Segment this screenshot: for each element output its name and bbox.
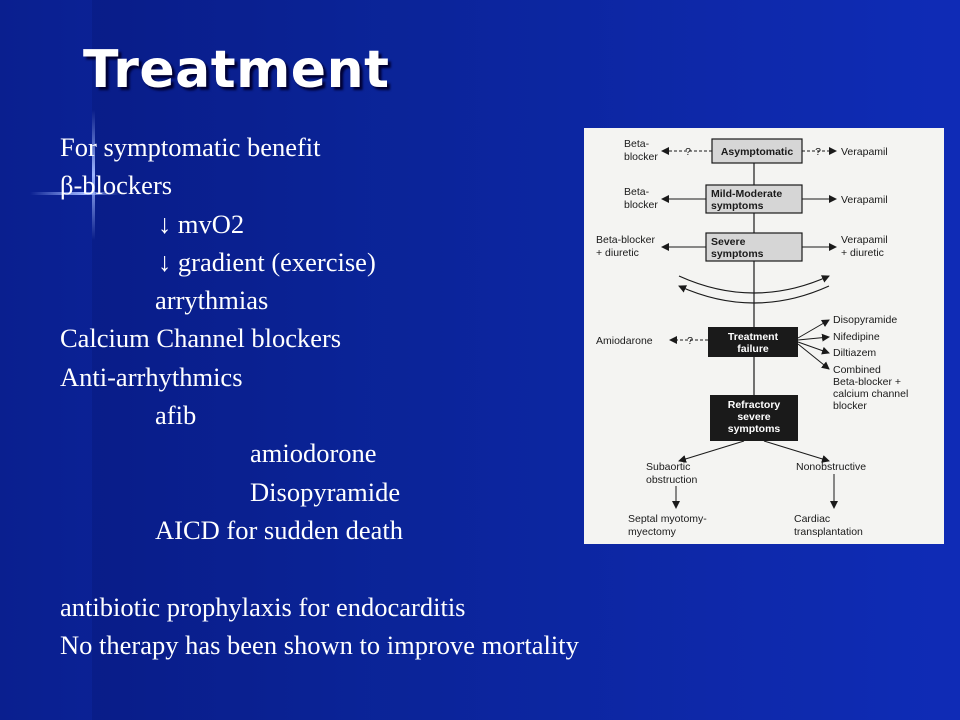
bottom-label: myectomy (628, 526, 677, 538)
right-label: Verapamil (841, 194, 888, 206)
bottom-label: Nonobstructive (796, 461, 866, 473)
decorative-vertical-line (92, 110, 95, 240)
left-label: blocker (624, 199, 658, 211)
text-line: No therapy has been shown to improve mor… (60, 629, 579, 660)
severe-label: Severe (711, 236, 746, 248)
refractory-label: Refractory (728, 399, 781, 411)
flowchart-svg: Asymptomatic ? ? Beta- blocker Verapamil… (596, 138, 908, 538)
right-label: Verapamil (841, 234, 888, 246)
severe-label: symptoms (711, 248, 764, 260)
text-line: ↓ gradient (exercise) (158, 246, 376, 277)
refractory-box (710, 395, 798, 441)
right-label: Verapamil (841, 146, 888, 158)
right-label: calcium channel (833, 388, 908, 400)
arrow (763, 440, 830, 463)
curved-arrow (678, 285, 830, 304)
bottom-label: Cardiac (794, 513, 830, 525)
left-label: Beta-blocker (596, 234, 655, 246)
text-line: For symptomatic benefit (60, 132, 321, 162)
arrow (797, 343, 830, 370)
question-mark: ? (815, 146, 821, 158)
question-mark: ? (687, 335, 693, 347)
right-label: Combined (833, 364, 881, 376)
right-label: Disopyramide (833, 314, 897, 326)
left-label: blocker (624, 151, 658, 163)
treatment-flowchart-figure: Asymptomatic ? ? Beta- blocker Verapamil… (584, 128, 944, 544)
left-label: Beta- (624, 186, 650, 198)
arrow (797, 319, 830, 339)
text-line: antibiotic prophylaxis for endocarditis (60, 591, 466, 622)
treatment-failure-label: Treatment (728, 331, 779, 343)
arrow (678, 440, 745, 463)
refractory-label: symptoms (728, 423, 781, 435)
question-mark: ? (685, 146, 691, 158)
text-line: arrythmias (155, 285, 269, 316)
treatment-failure-box (708, 327, 798, 357)
text-line: AICD for sudden death (155, 514, 404, 545)
text-line: Calcium Channel blockers (60, 323, 342, 354)
refractory-label: severe (737, 411, 770, 423)
text-line (60, 549, 579, 587)
text-line: Anti-arrhythmics (60, 361, 243, 392)
right-label: blocker (833, 400, 867, 412)
bullet-list: For symptomatic benefit β-blockers ↓ mvO… (60, 128, 579, 664)
bottom-label: Subaortic (646, 461, 690, 473)
left-label: Amiodarone (596, 335, 653, 347)
text-line: Disopyramide (250, 476, 401, 507)
right-label: Diltiazem (833, 347, 876, 359)
mild-moderate-label: Mild-Moderate (711, 188, 782, 200)
slide-title: Treatment (83, 40, 390, 100)
asymptomatic-box (711, 138, 803, 164)
arrow (797, 341, 830, 355)
text-line: β-blockers (60, 170, 173, 201)
text-line: ↓ mvO2 (158, 208, 245, 239)
text-line: amiodorone (250, 438, 377, 469)
treatment-failure-label: failure (737, 343, 769, 355)
right-label: Beta-blocker + (833, 376, 901, 388)
arrow (797, 333, 830, 342)
right-label: Nifedipine (833, 331, 880, 343)
curved-arrow (678, 275, 830, 294)
mild-moderate-label: symptoms (711, 200, 764, 212)
left-label: Beta- (624, 138, 650, 150)
bottom-label: transplantation (794, 526, 863, 538)
left-label: + diuretic (596, 247, 639, 259)
right-label: + diuretic (841, 247, 884, 259)
bottom-label: obstruction (646, 474, 698, 486)
bottom-label: Septal myotomy- (628, 513, 707, 525)
text-line: afib (155, 400, 197, 431)
decorative-horizontal-line (30, 192, 120, 195)
asymptomatic-label: Asymptomatic (721, 146, 794, 158)
